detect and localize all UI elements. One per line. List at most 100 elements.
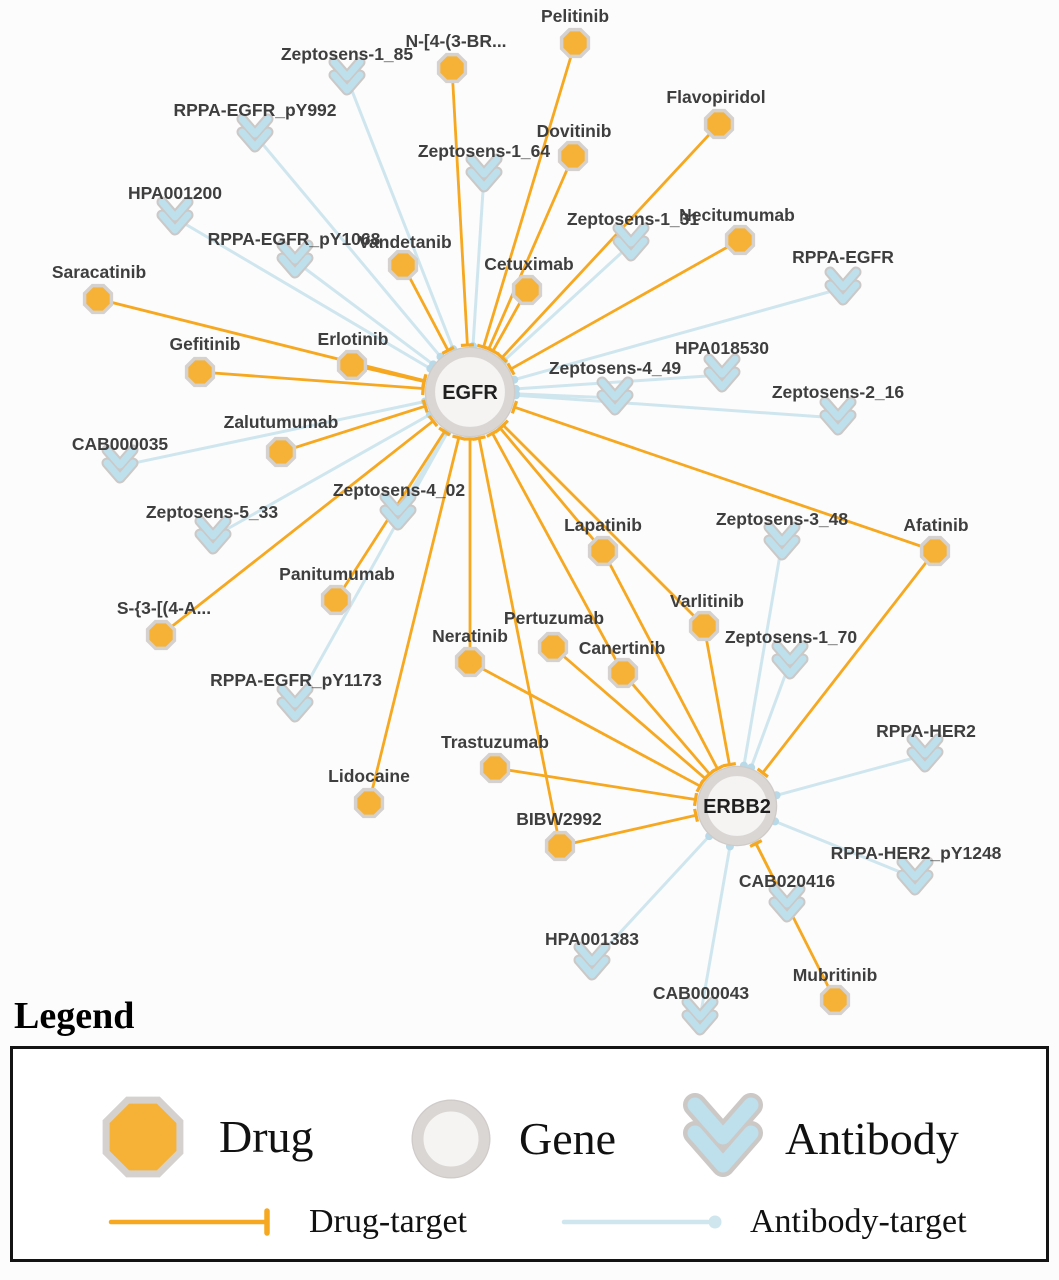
antibody-target-edge [515, 373, 723, 391]
drug-target-edge [487, 155, 575, 350]
legend-label-drug: Drug [219, 1111, 314, 1162]
legend-item-drug: Drug [95, 1089, 314, 1185]
drug-target-edge [160, 419, 434, 637]
antibody-node [328, 56, 366, 96]
antibody-node [236, 113, 274, 153]
antibody-node [896, 856, 934, 896]
edge-endpoint-tee [486, 346, 500, 356]
antibody-target-edge [471, 174, 486, 347]
antibody-target-edge [345, 77, 455, 350]
antibody-target-edge [742, 542, 784, 766]
drug-target-edge [491, 432, 625, 674]
node-label: Pertuzumab [504, 608, 604, 628]
node-label: Necitumumab [679, 205, 795, 225]
drug-target-edge [477, 437, 562, 847]
drug-node [607, 657, 639, 689]
node-label: RPPA-EGFR_pY992 [173, 100, 336, 120]
gene-node: ERBB2 [696, 765, 778, 847]
antibody-target-edge [749, 661, 792, 769]
gene-icon [411, 1099, 491, 1179]
antibody-node [819, 396, 857, 436]
drug-node [436, 52, 468, 84]
legend-label-antibody: Antibody [785, 1113, 959, 1164]
node-label: Zeptosens-5_33 [146, 502, 279, 522]
drug-node [454, 646, 486, 678]
antibody-target-edge-icon [561, 1215, 722, 1229]
node-label: Zeptosens-1_70 [725, 627, 858, 647]
drug-target-edge [514, 405, 936, 553]
drug-node [587, 535, 619, 567]
antibody-node [156, 196, 194, 236]
drug-node [724, 224, 756, 256]
antibody-node [276, 239, 314, 279]
node-label: RPPA-HER2 [876, 721, 976, 741]
node-label: Trastuzumab [441, 732, 549, 752]
drug-node [919, 535, 951, 567]
antibody-target-edge [253, 134, 442, 358]
legend-item-antibody: Antibody [677, 1089, 959, 1189]
node-label: Zeptosens-4_02 [333, 480, 466, 500]
antibody-node [194, 515, 232, 555]
drug-target-edge [499, 427, 605, 552]
node-label: Panitumumab [279, 564, 395, 584]
antibody-layer [101, 56, 944, 1036]
drug-node [688, 610, 720, 642]
edge-endpoint-tee [693, 808, 700, 822]
node-label: Neratinib [432, 626, 508, 646]
drug-target-edge [601, 550, 719, 770]
node-label: BIBW2992 [516, 809, 602, 829]
node-label: Zeptosens-1_85 [281, 44, 414, 64]
legend-item-antibody-target: Antibody-target [558, 1205, 967, 1239]
antibody-target-edge [294, 259, 435, 366]
drug-target-edge [469, 660, 701, 788]
edge-endpoint-tee [497, 419, 509, 431]
node-label: HPA018530 [675, 338, 769, 358]
drug-target-edge [500, 123, 721, 359]
node-label: Gefitinib [170, 334, 241, 354]
drug-target-edge [552, 645, 707, 780]
antibody-node [703, 353, 741, 393]
drug-target-edge-icon [108, 1208, 270, 1236]
gene-label: ERBB2 [703, 796, 771, 818]
drug-target-edge [702, 625, 731, 765]
antibody-target-edge [119, 400, 426, 468]
node-label: Zeptosens-2_16 [772, 382, 905, 402]
node-label: Zeptosens-1_31 [567, 209, 700, 229]
node-label: RPPA-EGFR_pY1068 [208, 229, 381, 249]
drug-node [145, 619, 177, 651]
antibody-target-edge [293, 431, 449, 706]
drug-target-edge [754, 842, 837, 1001]
antibody-target-edge [212, 413, 431, 539]
node-label: Cetuximab [484, 254, 573, 274]
antibody-target-edge [774, 819, 916, 880]
edge-endpoint-tee [452, 434, 466, 441]
drug-node [82, 283, 114, 315]
node-label: Saracatinib [52, 262, 146, 282]
antibody-node [379, 491, 417, 531]
gene-label: EGFR [442, 382, 498, 404]
antibody-icon [683, 1093, 763, 1177]
drug-node [184, 356, 216, 388]
edge-endpoint-tee [749, 839, 763, 848]
node-label: RPPA-EGFR [792, 247, 894, 267]
drug-target-edge [502, 424, 705, 627]
antibody-node [465, 153, 503, 193]
drug-node [320, 584, 352, 616]
label-layer: Zeptosens-1_85RPPA-EGFR_pY992HPA001200RP… [52, 6, 1002, 1003]
legend-label-drug-target: Drug-target [309, 1203, 467, 1240]
node-label: HPA001200 [128, 183, 222, 203]
edge-endpoint-tee [496, 351, 508, 364]
node-label: N-[4-(3-BR... [405, 31, 506, 51]
node-label: CAB020416 [739, 871, 836, 891]
node-label: CAB000043 [653, 983, 750, 1003]
drug-target-edge [401, 264, 450, 352]
antibody-node [681, 996, 719, 1036]
edge-endpoint-tee [692, 792, 699, 807]
edge-endpoint-tee [441, 345, 455, 355]
edge-endpoint-tee [460, 343, 474, 348]
drug-node [557, 140, 589, 172]
antibody-target-edge [502, 242, 633, 362]
antibody-node [276, 683, 314, 723]
node-label: RPPA-EGFR_pY1173 [210, 670, 382, 690]
antibody-target-edge [174, 216, 432, 370]
